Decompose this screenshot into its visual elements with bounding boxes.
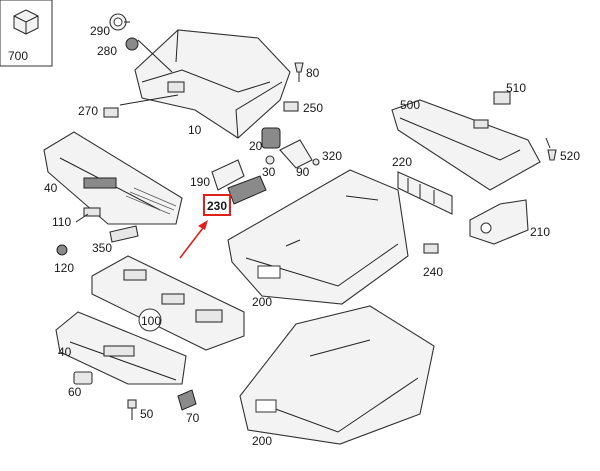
part-320-screw: [312, 158, 320, 166]
highlight-arrow: [179, 220, 208, 259]
callout-350: 350: [92, 241, 112, 255]
part-40-console-upper: [43, 131, 183, 225]
callout-210: 210: [530, 225, 550, 239]
callout-50: 50: [140, 407, 154, 421]
part-220-trim: [397, 171, 453, 215]
callout-700: 700: [8, 49, 28, 63]
part-500-rear-shelf: [391, 99, 541, 191]
callout-90: 90: [296, 165, 310, 179]
callout-70: 70: [186, 411, 200, 425]
callout-250: 250: [303, 101, 323, 115]
callout-30: 30: [262, 165, 276, 179]
part-250-pad: [283, 101, 299, 112]
callout-40-lower: 40: [58, 345, 72, 359]
part-50-screw: [127, 399, 137, 420]
callout-510: 510: [506, 81, 526, 95]
part-60-clip: [73, 371, 93, 385]
callout-190: 190: [190, 175, 210, 189]
callout-270: 270: [78, 104, 98, 118]
callout-100: 100: [141, 314, 161, 328]
part-350-bracket: [109, 225, 139, 243]
callout-230: 230: [207, 199, 227, 213]
part-510-clip: [493, 91, 511, 105]
callout-200-middle: 200: [252, 295, 272, 309]
callout-240: 240: [423, 265, 443, 279]
callout-500: 500: [400, 98, 420, 112]
part-240-pad: [423, 243, 439, 254]
callout-40-upper: 40: [44, 181, 58, 195]
callout-320: 320: [322, 149, 342, 163]
part-700-box: [0, 0, 53, 67]
callout-280: 280: [97, 44, 117, 58]
part-200-headliner-bottom: [239, 305, 435, 445]
part-280-grommet: [125, 37, 139, 51]
part-210-side-panel: [469, 199, 529, 245]
callout-120: 120: [54, 261, 74, 275]
callout-80: 80: [306, 66, 320, 80]
part-290-ring: [109, 13, 127, 31]
part-190-lamp: [211, 159, 245, 191]
callout-230-highlight-box: [203, 194, 231, 216]
callout-100-circle: [138, 308, 162, 332]
part-230-lamp: [227, 175, 267, 205]
callout-110: 110: [52, 215, 71, 229]
part-120-nut: [56, 244, 68, 256]
part-80-screw: [294, 62, 304, 82]
part-270-pad: [103, 107, 119, 118]
part-200-headliner-middle: [227, 169, 409, 305]
part-520-screw: [545, 137, 557, 161]
callout-520: 520: [560, 149, 580, 163]
part-30-clip: [265, 155, 275, 165]
callout-220: 220: [392, 155, 412, 169]
part-110-pad: [83, 207, 101, 217]
callout-20: 20: [249, 139, 263, 153]
part-10-headliner-top: [119, 29, 291, 139]
callout-200-bottom: 200: [252, 434, 272, 448]
callout-10: 10: [188, 123, 202, 137]
callout-290: 290: [90, 24, 110, 38]
callout-60: 60: [68, 385, 82, 399]
part-70-handle: [177, 389, 197, 411]
part-100-group-panel: [91, 255, 245, 351]
part-40-console-lower: [55, 311, 187, 385]
part-90-bracket: [261, 127, 313, 169]
